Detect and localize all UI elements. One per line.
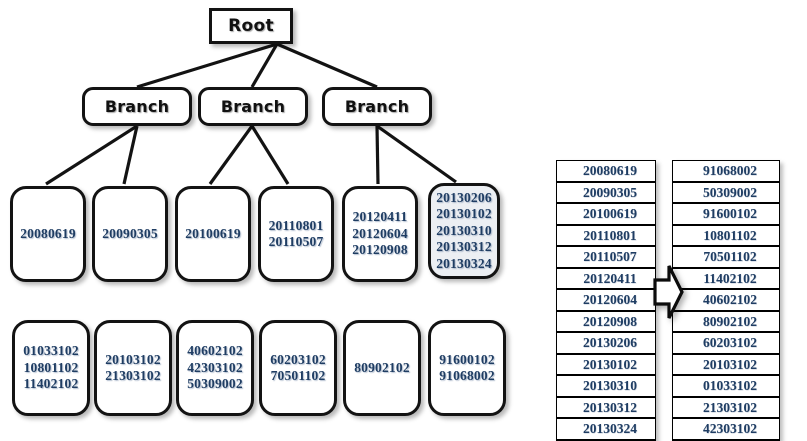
transformed-key-cell: 40602102 (672, 288, 780, 312)
leaf-values: 20080619 (20, 225, 76, 241)
leaf-values: 20103102 21303102 (105, 351, 161, 384)
source-key-row: 20120604 (556, 288, 656, 312)
transformed-key-cell: 91068002 (672, 160, 780, 183)
leaf-values: 20110801 20110507 (268, 217, 324, 250)
transformed-key-row: 91068002 (672, 160, 780, 183)
transformed-key-row: 21303102 (672, 396, 780, 419)
transformed-key-row: 50309002 (672, 181, 780, 204)
transformed-key-cell: 01033102 (672, 374, 780, 398)
leaf-node-r1c6[interactable]: 20130206 20130102 20130310 20130312 2013… (428, 183, 500, 279)
leaf-node-r1c5[interactable]: 20120411 20120604 20120908 (342, 186, 418, 282)
transformed-key-cell: 80902102 (672, 310, 780, 333)
source-key-cell: 20120604 (556, 288, 656, 312)
source-key-row: 20130324 (556, 417, 656, 441)
transformed-key-row: 01033102 (672, 374, 780, 398)
branch-label: Branch (220, 97, 286, 116)
leaf-values: 40602102 42303102 50309002 (187, 343, 243, 392)
source-key-row: 20130206 (556, 331, 656, 355)
transformed-key-row: 60203102 (672, 331, 780, 355)
source-key-cell: 20120908 (556, 310, 656, 333)
source-key-cell: 20130312 (556, 396, 656, 419)
leaf-values: 91600102 91068002 (439, 351, 495, 384)
transformed-key-row: 70501102 (672, 245, 780, 269)
source-key-row: 20090305 (556, 181, 656, 204)
source-key-row: 20110801 (556, 224, 656, 247)
leaf-values: 01033102 10801102 11402102 (23, 343, 79, 392)
transformed-key-row: 11402102 (672, 267, 780, 290)
source-key-cell: 20130102 (556, 353, 656, 376)
leaf-values: 20090305 (102, 225, 158, 241)
leaf-values: 20120411 20120604 20120908 (352, 209, 408, 258)
root-node[interactable]: Root (209, 8, 293, 44)
source-key-row: 20110507 (556, 245, 656, 269)
leaf-node-r2c5[interactable]: 80902102 (343, 320, 421, 416)
transformed-key-cell: 10801102 (672, 224, 780, 247)
transformed-key-cell: 50309002 (672, 181, 780, 204)
source-key-row: 20130310 (556, 374, 656, 398)
transformed-key-cell: 91600102 (672, 202, 780, 226)
source-key-cell: 20130206 (556, 331, 656, 355)
source-key-cell: 20080619 (556, 160, 656, 183)
leaf-values: 20130206 20130102 20130310 20130312 2013… (436, 189, 492, 271)
source-key-cell: 20090305 (556, 181, 656, 204)
leaf-node-r1c2[interactable]: 20090305 (92, 186, 168, 282)
leaf-node-r2c6[interactable]: 91600102 91068002 (428, 320, 506, 416)
edge-layer (45, 42, 457, 186)
root-label: Root (228, 16, 274, 36)
diagram-canvas: Root Branch Branch Branch 20080619 20090… (10, 8, 780, 441)
transformed-key-row: 10801102 (672, 224, 780, 247)
transformed-key-cell: 11402102 (672, 267, 780, 290)
source-key-cell: 20110507 (556, 245, 656, 269)
branch-label: Branch (344, 97, 410, 116)
source-key-cell: 20110801 (556, 224, 656, 247)
transformed-key-row: 80902102 (672, 310, 780, 333)
source-key-row: 20100619 (556, 202, 656, 226)
transformed-key-row: 40602102 (672, 288, 780, 312)
source-key-row: 20120411 (556, 267, 656, 290)
transform-arrow-icon (653, 265, 684, 319)
leaf-node-r1c3[interactable]: 20100619 (175, 186, 251, 282)
leaf-node-r2c2[interactable]: 20103102 21303102 (94, 320, 172, 416)
leaf-values: 60203102 70501102 (270, 351, 326, 384)
branch-node-3[interactable]: Branch (322, 87, 432, 126)
transformed-key-cell: 70501102 (672, 245, 780, 269)
source-key-cell: 20120411 (556, 267, 656, 290)
branch-label: Branch (104, 97, 170, 116)
leaf-node-r1c1[interactable]: 20080619 (10, 186, 86, 282)
transformed-key-row: 91600102 (672, 202, 780, 226)
source-key-row: 20130312 (556, 396, 656, 419)
transformed-key-row: 42303102 (672, 417, 780, 441)
leaf-node-r2c1[interactable]: 01033102 10801102 11402102 (12, 320, 90, 416)
transformed-key-cell: 60203102 (672, 331, 780, 355)
leaf-values: 80902102 (354, 359, 410, 375)
branch-node-1[interactable]: Branch (82, 87, 192, 126)
source-key-cell: 20130324 (556, 417, 656, 441)
leaf-node-r2c3[interactable]: 40602102 42303102 50309002 (176, 320, 254, 416)
source-key-cell: 20130310 (556, 374, 656, 398)
transformed-key-cell: 42303102 (672, 417, 780, 441)
branch-node-2[interactable]: Branch (198, 87, 308, 126)
source-key-row: 20120908 (556, 310, 656, 333)
source-key-row: 20080619 (556, 160, 656, 183)
transformed-key-row: 20103102 (672, 353, 780, 376)
source-key-cell: 20100619 (556, 202, 656, 226)
leaf-node-r1c4[interactable]: 20110801 20110507 (258, 186, 334, 282)
source-key-row: 20130102 (556, 353, 656, 376)
leaf-values: 20100619 (185, 225, 241, 241)
leaf-node-r2c4[interactable]: 60203102 70501102 (259, 320, 337, 416)
transformed-key-cell: 20103102 (672, 353, 780, 376)
transformed-key-cell: 21303102 (672, 396, 780, 419)
